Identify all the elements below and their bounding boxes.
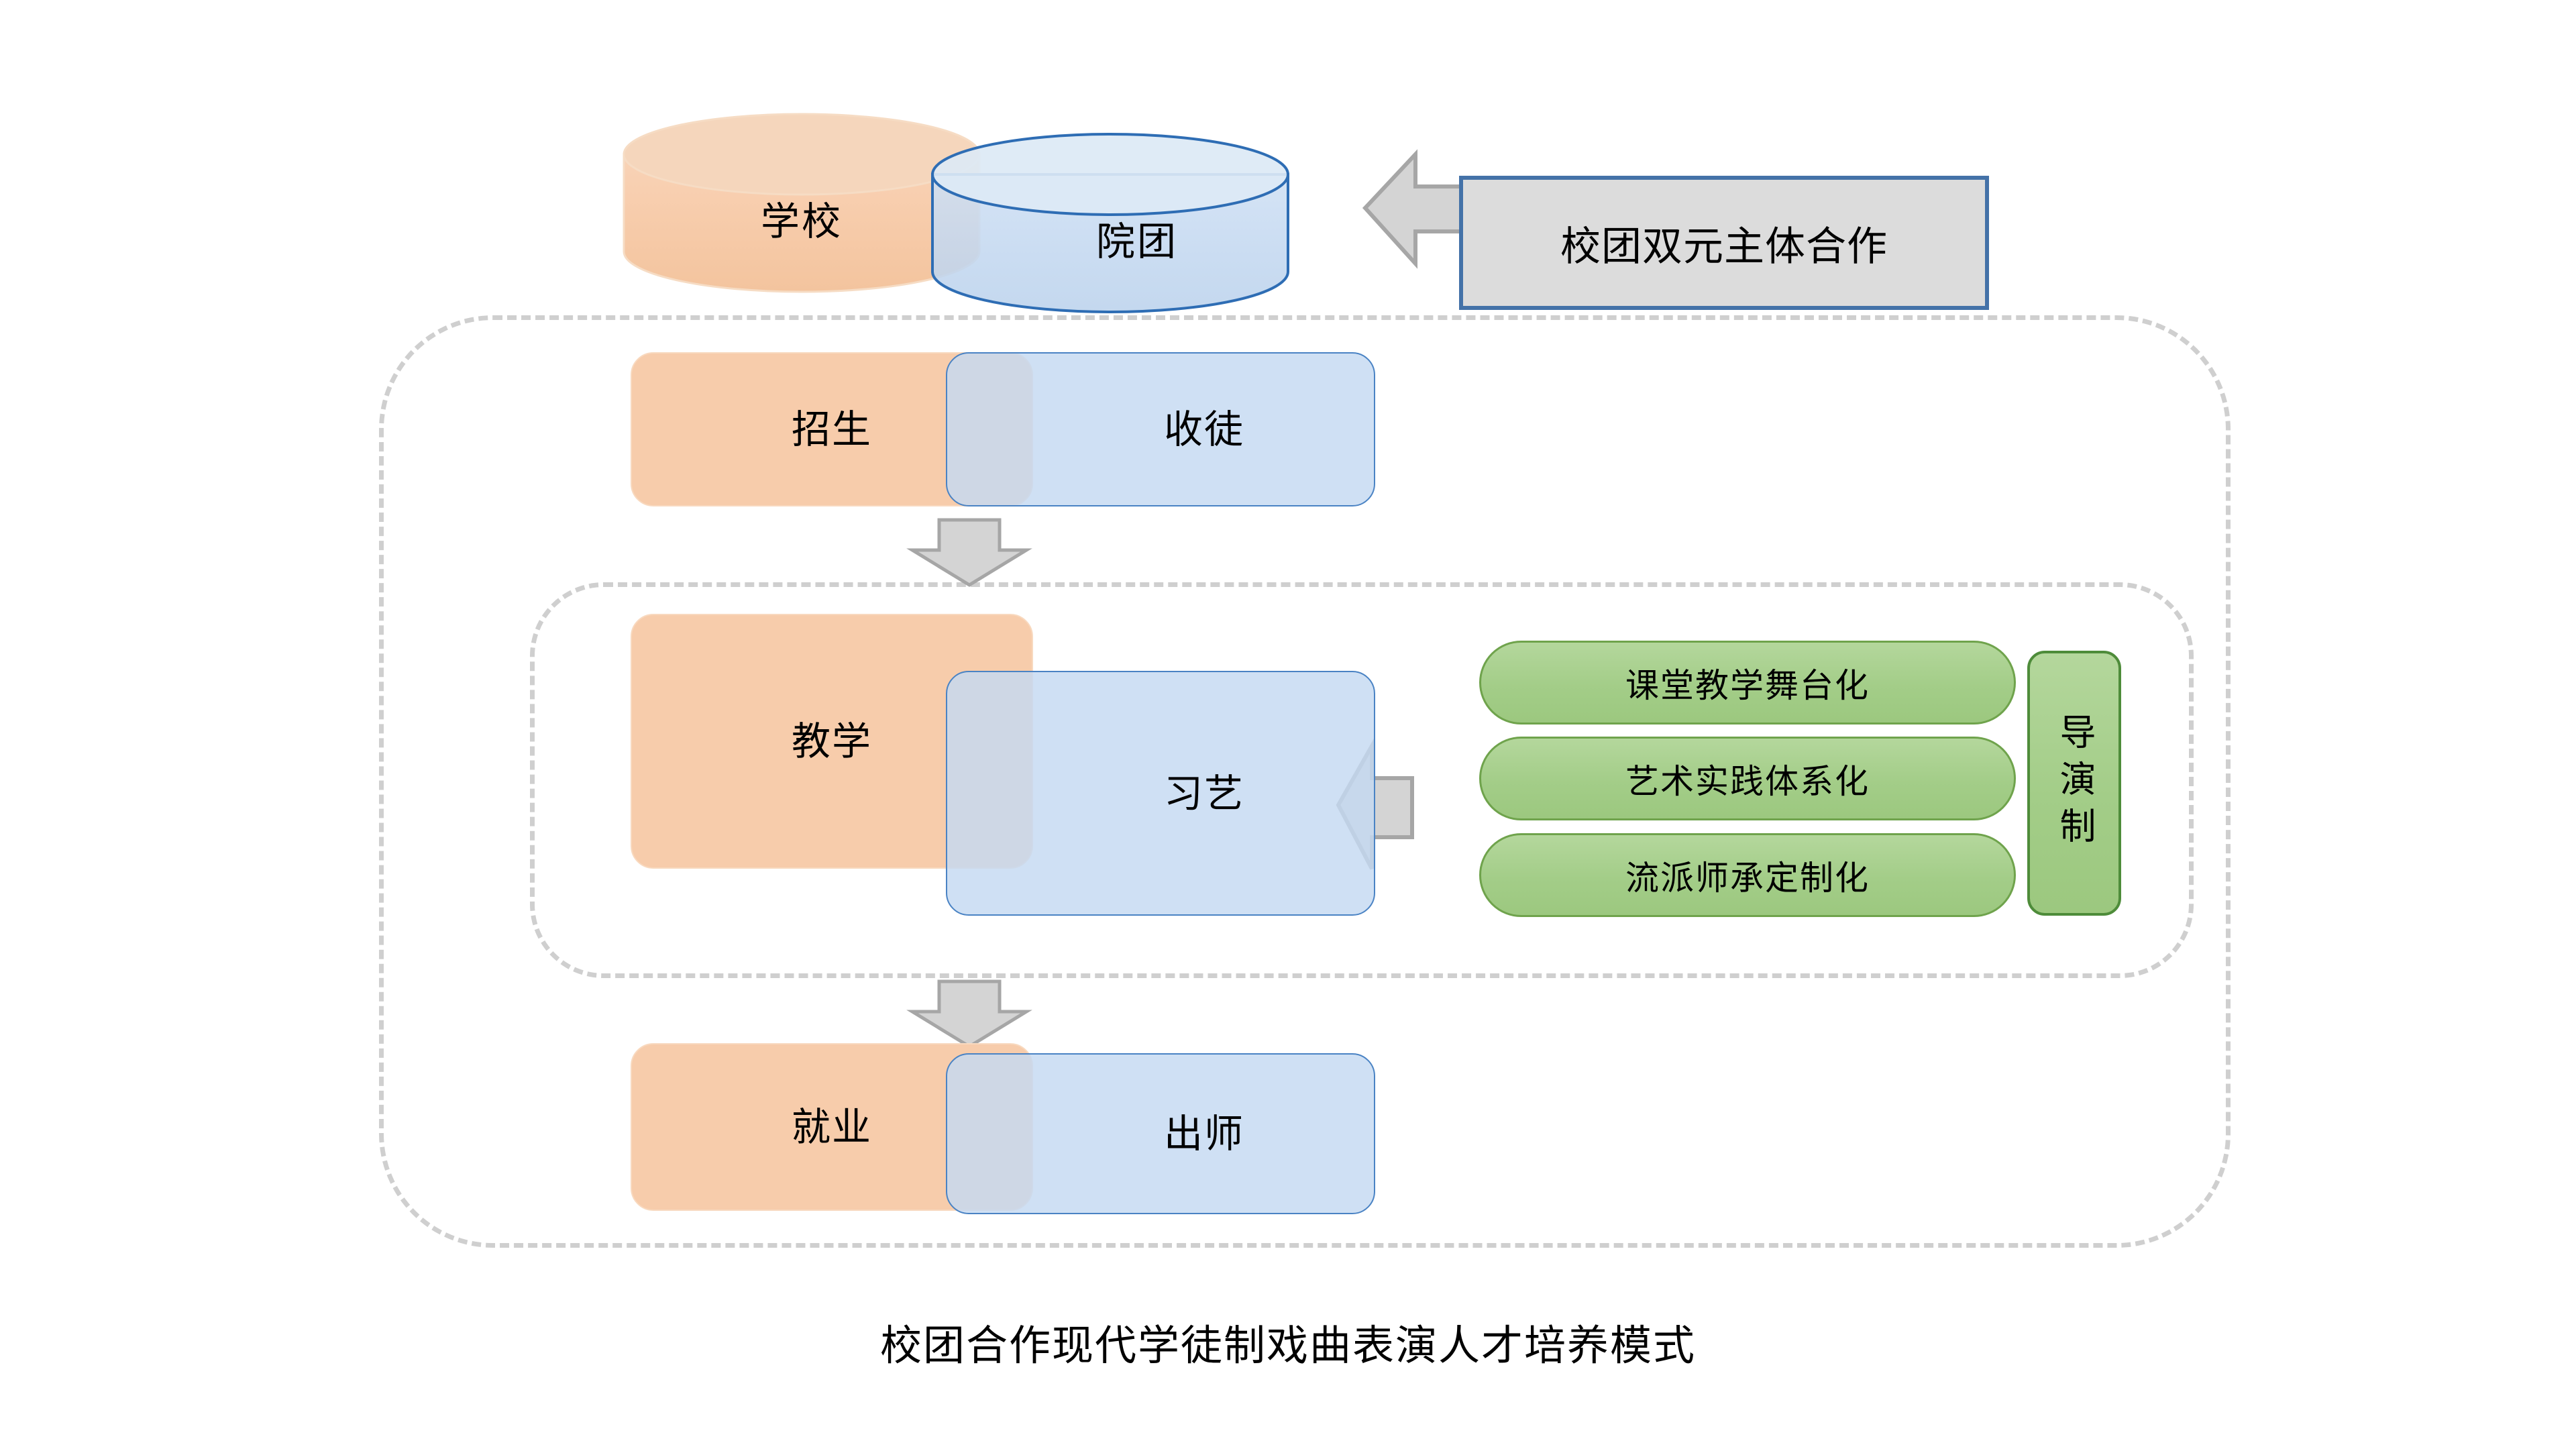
pill-art-practice-system[interactable]: 艺术实践体系化 bbox=[1479, 737, 2016, 820]
callout-box[interactable]: 校团双元主体合作 bbox=[1459, 176, 1989, 310]
pill-label-2: 流派师承定制化 bbox=[1625, 858, 1870, 898]
arrow-left-to-troupe bbox=[1362, 149, 1471, 269]
cylinder-school-label-wrap: 学校 bbox=[624, 195, 979, 244]
stage-label-troupe-enroll: 收徒 bbox=[1163, 407, 1244, 452]
vertical-box-director-system[interactable]: 导演制 bbox=[2027, 651, 2121, 916]
vertical-box-label: 导演制 bbox=[2053, 712, 2096, 854]
pill-classroom-stage[interactable]: 课堂教学舞台化 bbox=[1479, 641, 2016, 724]
pill-school-lineage-custom[interactable]: 流派师承定制化 bbox=[1479, 833, 2016, 917]
callout-label: 校团双元主体合作 bbox=[1560, 223, 1888, 270]
cylinder-school-label: 学校 bbox=[760, 199, 843, 244]
inner-dashed-frame bbox=[530, 582, 2194, 978]
cylinder-troupe-label-wrap: 院团 bbox=[993, 215, 1281, 264]
stage-box-troupe-practice[interactable]: 习艺 bbox=[946, 671, 1375, 916]
stage-label-school-employ: 就业 bbox=[791, 1104, 872, 1150]
stage-label-troupe-practice: 习艺 bbox=[1163, 770, 1244, 816]
pill-label-0: 课堂教学舞台化 bbox=[1625, 665, 1870, 705]
stage-label-troupe-graduate: 出师 bbox=[1163, 1111, 1244, 1157]
outer-dashed-frame bbox=[379, 315, 2231, 1248]
pill-label-1: 艺术实践体系化 bbox=[1625, 761, 1870, 801]
stage-label-school-enroll: 招生 bbox=[791, 407, 872, 452]
stage-label-school-teach: 教学 bbox=[791, 718, 872, 764]
cylinder-troupe-label: 院团 bbox=[1095, 219, 1178, 264]
figure-caption: 校团合作现代学徒制戏曲表演人才培养模式 bbox=[879, 1321, 1696, 1370]
stage-box-troupe-enroll[interactable]: 收徒 bbox=[946, 352, 1375, 506]
stage-box-troupe-graduate[interactable]: 出师 bbox=[946, 1053, 1375, 1214]
